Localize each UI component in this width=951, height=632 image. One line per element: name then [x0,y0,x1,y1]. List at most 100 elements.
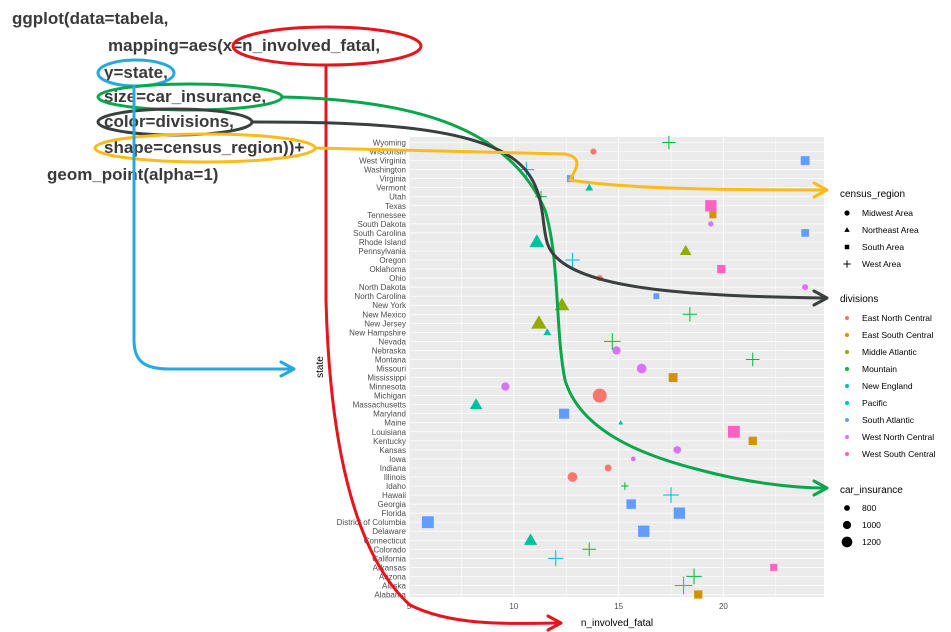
y-tick-label: Utah [389,193,406,202]
data-point [694,590,703,599]
legend-division-label: New England [862,381,913,391]
code-line-1: ggplot(data=tabela, [12,9,168,28]
data-point [709,211,717,219]
legend-shape-plus [843,260,851,268]
data-point [582,542,597,557]
y-tick-label: Washington [364,166,406,175]
data-point [686,568,702,585]
code-line-2: mapping=aes(x=n_involved_fatal, [108,36,380,55]
y-tick-label: Virginia [379,175,406,184]
legend-size-swatch [844,505,850,511]
y-tick-label: New Hampshire [349,328,406,337]
code-line-4: size=car_insurance, [104,87,266,106]
y-tick-label: Tennessee [367,211,406,220]
data-point [529,234,545,248]
green-arrow-head [812,479,829,497]
y-tick-label: Colorado [374,545,407,554]
y-tick-label: Vermont [376,184,407,193]
data-point [559,408,570,419]
data-point [621,482,629,490]
code-line-6: shape=census_region))+ [104,138,304,157]
red-arrow-head [546,614,563,632]
data-point [668,373,678,382]
data-point [673,446,682,454]
yellow-arrow-head [812,181,829,199]
legend-division-swatch [845,367,849,371]
data-point [626,499,636,509]
y-tick-label: California [372,554,406,563]
legend-division-label: West North Central [862,432,934,442]
data-point [770,563,778,571]
data-point [708,221,714,227]
y-tick-label: New Jersey [364,319,406,328]
data-point [604,333,621,350]
data-point [801,229,809,237]
blue-arrow-head [279,360,296,378]
y-tick-label: New Mexico [362,310,406,319]
green-arrow [280,95,828,490]
y-tick-label: Maryland [373,410,406,419]
annotation-arrows [132,65,829,632]
data-point [469,398,483,409]
data-point [604,464,612,472]
y-tick-label: Minnesota [369,383,406,392]
y-tick-label: Louisiana [372,428,407,437]
y-tick-label: Florida [382,509,407,518]
legend-division-label: East North Central [862,313,932,323]
legend-size-swatch [842,520,852,530]
legend-division-swatch [845,333,849,337]
y-tick-label: Texas [385,202,406,211]
red-arrow [324,65,562,625]
y-tick-label: North Carolina [354,292,406,301]
legend-division-swatch [845,350,849,354]
legend-division-label: Pacific [862,398,888,408]
y-tick-label: Illinois [384,473,406,482]
data-point [800,156,810,166]
red-ellipse [231,25,423,67]
y-tick-label: Michigan [374,392,406,401]
gray-arrow [250,120,828,300]
data-point [638,525,650,537]
data-point [682,306,698,322]
y-tick-label: Arkansas [373,563,406,572]
data-point [674,576,693,595]
legend-division-label: Middle Atlantic [862,347,918,357]
y-tick-label: Oklahoma [370,265,407,274]
data-point [612,346,621,355]
data-point [421,516,434,529]
legend-size-label: 800 [862,503,876,513]
y-tick-label: Nevada [378,337,406,346]
data-point [543,328,552,336]
y-tick-label: Oregon [379,256,406,265]
x-axis-title: n_involved_fatal [581,618,653,629]
legend-census-region-title: census_region [840,189,905,200]
legend-region-label: West Area [862,259,901,269]
legend-division-label: East South Central [862,330,933,340]
data-point [531,315,547,329]
x-tick-label: 5 [407,602,412,611]
legend-shape-circle [844,210,850,216]
legend-car-insurance-title: car_insurance [840,485,903,496]
data-point [523,533,538,545]
y-tick-label: South Dakota [358,220,407,229]
y-tick-label: West Virginia [359,157,406,166]
legend-division-swatch [845,435,849,439]
data-point [705,200,717,212]
legend-region-label: South Area [862,242,904,252]
y-tick-label: Delaware [372,527,406,536]
grid-lines [408,137,824,597]
data-point [590,148,597,155]
y-tick-label: Wisconsin [370,148,406,157]
legend-size-label: 1200 [862,537,881,547]
legend-division-swatch [845,401,849,405]
legend-division-swatch [845,316,849,320]
y-tick-label: Kentucky [373,437,406,446]
y-tick-label: Massachusetts [353,401,406,410]
y-tick-label: Missouri [376,365,406,374]
legend-size-label: 1000 [862,520,881,530]
data-point [636,363,647,374]
legend-region-label: Northeast Area [862,225,919,235]
y-tick-label: District of Columbia [337,518,407,527]
y-tick-label: Georgia [378,500,407,509]
